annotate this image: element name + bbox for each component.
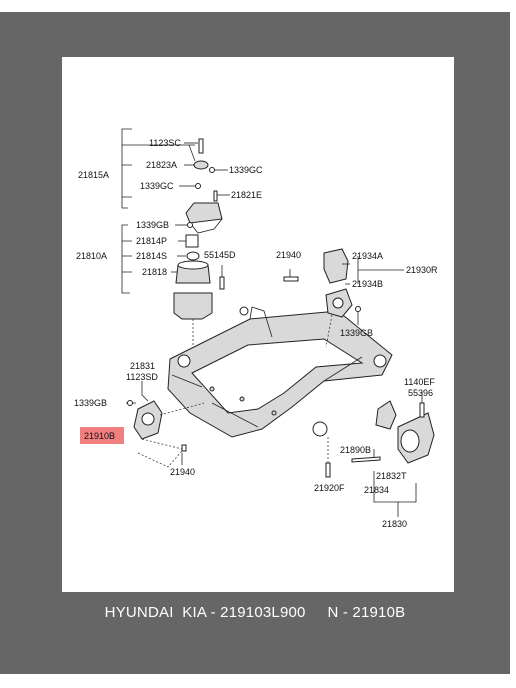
label-21940-top: 21940 xyxy=(276,250,301,260)
label-55396: 55396 xyxy=(408,388,433,398)
label-21815A: 21815A xyxy=(78,170,109,180)
label-1123SD: 1123SD xyxy=(126,372,158,382)
label-21832T: 21832T xyxy=(376,471,407,481)
label-1339GC-right: 1339GC xyxy=(229,165,263,175)
label-21890B: 21890B xyxy=(340,445,371,455)
label-21821E: 21821E xyxy=(231,190,262,200)
parts-diagram-sheet: 1123SC 21823A 21815A 1339GC 1339GC 21821… xyxy=(62,57,454,592)
caption-spacer xyxy=(306,604,328,621)
label-21934B: 21934B xyxy=(352,279,383,289)
label-1123SC: 1123SC xyxy=(149,138,181,148)
label-21814S: 21814S xyxy=(136,251,167,261)
label-21920F: 21920F xyxy=(314,483,345,493)
label-21814P: 21814P xyxy=(136,236,167,246)
label-21930R: 21930R xyxy=(406,265,438,275)
label-55145D: 55145D xyxy=(204,250,236,260)
parts-diagram: 1123SC 21823A 21815A 1339GC 1339GC 21821… xyxy=(74,128,438,529)
label-21810A: 21810A xyxy=(76,251,107,261)
label-21910B: 21910B xyxy=(84,431,115,441)
background-frame: 1123SC 21823A 21815A 1339GC 1339GC 21821… xyxy=(0,12,510,674)
label-1339GB-top: 1339GB xyxy=(136,220,169,230)
label-21831: 21831 xyxy=(130,361,155,371)
label-21818: 21818 xyxy=(142,267,167,277)
label-21823A: 21823A xyxy=(146,160,177,170)
part-number-caption: HYUNDAI KIA - 219103L900 N - 21910B xyxy=(0,604,510,621)
caption-brand-part: HYUNDAI KIA - 219103L900 xyxy=(104,604,306,621)
label-1339GB-right: 1339GB xyxy=(340,328,373,338)
caption-diagram-number: N - 21910B xyxy=(327,604,406,621)
label-21934A: 21934A xyxy=(352,251,383,261)
label-1140EF: 1140EF xyxy=(404,377,435,387)
label-21834: 21834 xyxy=(364,485,389,495)
label-1339GB-left: 1339GB xyxy=(74,398,107,408)
highlight-21910B xyxy=(80,427,124,444)
label-21830: 21830 xyxy=(382,519,407,529)
label-1339GC-left: 1339GC xyxy=(140,181,174,191)
label-21940-bottom: 21940 xyxy=(170,467,195,477)
